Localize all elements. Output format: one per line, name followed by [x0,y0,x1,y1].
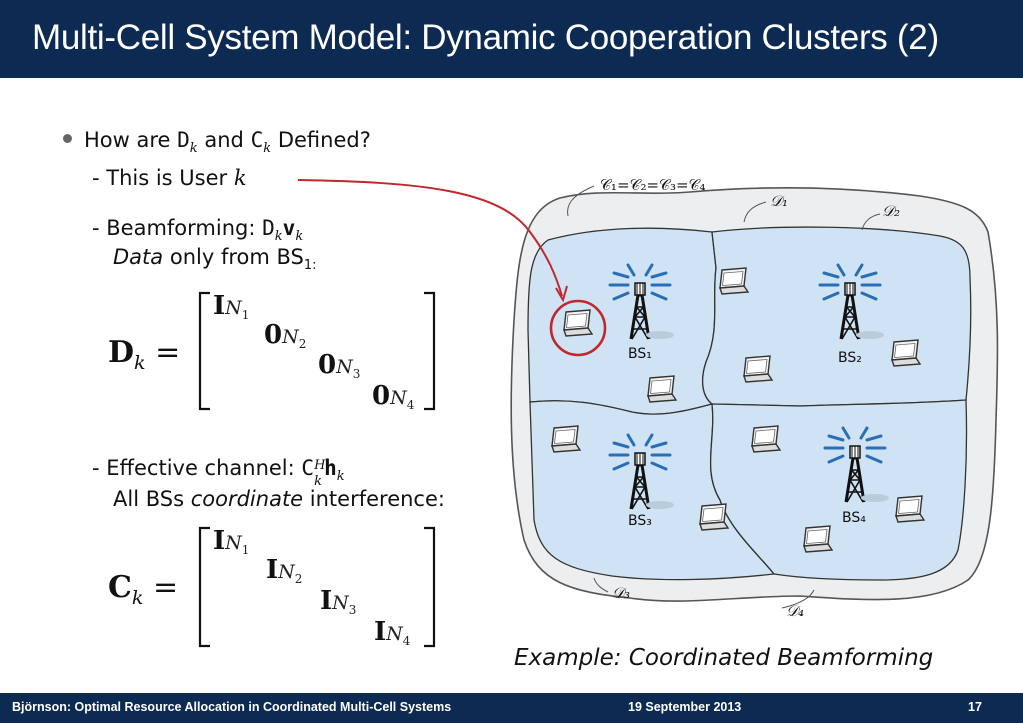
label-bs4: BS₄ [842,510,866,526]
symbol-k: k [314,474,322,489]
bullet-dot [63,134,72,143]
user-highlight-circle [549,299,607,357]
c-entry-1: IN1 [213,526,250,557]
laptop-icon [895,495,925,523]
d-entry-4: 0N4 [372,381,415,412]
text-all-bss: All BSs [113,487,185,511]
laptop-icon [719,267,749,295]
laptop-icon [751,425,781,453]
label-d4: 𝒟₄ [786,602,804,620]
d-entry-2: 0N2 [264,320,307,351]
symbol-k: k [295,229,304,244]
text-this-is-user: - This is User [92,166,228,190]
laptop-icon [699,503,729,531]
footer-author-title: Björnson: Optimal Resource Allocation in… [12,700,452,714]
label-bs2: BS₂ [838,350,862,366]
label-d3: 𝒟₃ [612,584,630,602]
c-entry-2: IN2 [266,555,303,586]
symbol-H: H [314,458,326,473]
text-defined: Defined? [277,128,371,152]
laptop-icon [803,525,833,553]
symbol-k: k [134,352,146,374]
c-matrix-brackets [198,526,436,648]
arrow-head [555,285,568,303]
laptop-icon [551,425,581,453]
cell-d2 [701,226,972,407]
text-only-from-bs: only from BS [169,245,304,269]
symbol-D: D [177,128,190,152]
symbol-k: k [274,229,283,244]
text-coordinate: coordinate [190,487,304,511]
line-data: Data only from BS1: [113,245,317,273]
label-bs3: BS₃ [628,513,652,529]
text-interference: interference: [309,487,445,511]
c-entry-4: IN4 [374,617,411,648]
line-user: - This is User k [92,166,247,190]
footer-date: 19 September 2013 [628,700,742,714]
d-matrix-brackets [198,291,436,411]
label-d2: 𝒟₂ [882,202,900,220]
slide-title: Multi-Cell System Model: Dynamic Coopera… [32,18,939,57]
cell-d1 [527,227,717,415]
text-bs-sub: 1: [303,258,317,273]
equals-sign: = [152,570,179,605]
bullet-question: How are Dk and Ck Defined? [84,128,371,156]
diagram-caption: Example: Coordinated Beamforming [514,645,934,671]
text-and: and [204,128,244,152]
symbol-C: C [301,456,315,480]
symbol-D: D [108,335,135,370]
text-effective-channel: - Effective channel: [92,456,295,480]
c-entry-3: IN3 [320,586,357,617]
text-beamforming: - Beamforming: [92,216,256,240]
line-all-bss: All BSs coordinate interference: [113,487,445,511]
title-bar: Multi-Cell System Model: Dynamic Coopera… [0,0,1023,78]
laptop-icon-user-k [563,309,593,337]
footer-bar: Björnson: Optimal Resource Allocation in… [0,693,1023,723]
text-data: Data [113,245,164,269]
symbol-k: k [189,141,198,156]
label-bs1: BS₁ [628,346,652,362]
symbol-k: k [263,141,272,156]
symbol-k: k [336,469,345,484]
d-matrix-lhs: Dk = [108,335,180,374]
symbol-C: C [250,128,264,152]
footer-page-number: 17 [968,700,982,714]
label-d1: 𝒟₁ [770,192,788,210]
symbol-k: k [233,166,247,190]
laptop-icon [743,355,773,383]
symbol-C: C [108,570,132,605]
symbol-k: k [131,587,144,609]
symbol-h: h [324,456,337,480]
symbol-D: D [262,216,275,240]
d-entry-1: IN1 [213,291,250,322]
equals-sign: = [155,335,181,370]
laptop-icon [891,339,921,367]
laptop-icon [647,375,677,403]
symbol-v: v [282,216,296,240]
cluster-label: 𝒞₁=𝒞₂=𝒞₃=𝒞₄ [600,176,706,194]
d-entry-3: 0N3 [318,350,361,381]
line-beamforming: - Beamforming: Dkvk [92,216,303,244]
text-how-are: How are [84,128,171,152]
c-matrix-lhs: Ck = [108,570,178,609]
arrow-to-user [297,179,563,297]
